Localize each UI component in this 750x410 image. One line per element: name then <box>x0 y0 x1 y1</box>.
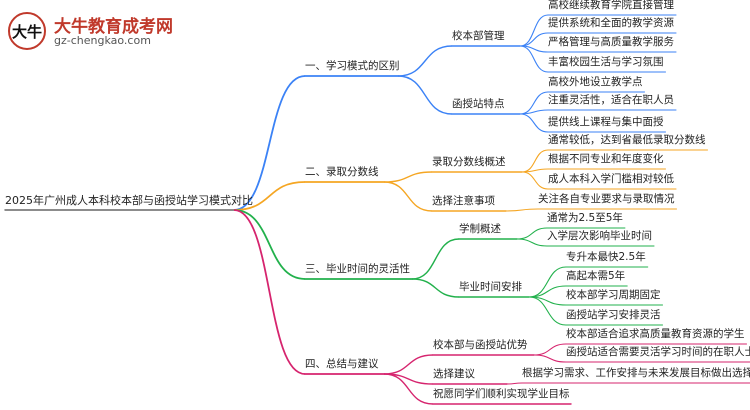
branch-connector-1 <box>233 75 306 211</box>
leaf-item: 通常较低，达到省最低录取分数线 <box>548 134 706 146</box>
subtopic-connector <box>383 373 434 405</box>
subtopic: 选择注意事项 <box>432 195 495 207</box>
branch-connector-2 <box>233 181 306 211</box>
leaf-item: 丰富校园生活与学习氛围 <box>548 56 664 68</box>
site-logo: 大牛 大牛教育成考网 gz-chengkao.com <box>6 10 176 52</box>
leaf-item: 成人本科入学门槛相对较低 <box>548 173 674 185</box>
leaf-item: 高校继续教育学院直接管理 <box>548 0 674 11</box>
subtopic: 祝愿同学们顺利实现学业目标 <box>433 388 570 400</box>
leaf-item: 函授站适合需要灵活学习时间的在职人士 <box>566 346 750 358</box>
leaf-item: 关注各自专业要求与录取情况 <box>538 193 675 205</box>
leaf-item: 提供系统和全面的教学资源 <box>548 17 674 29</box>
subtopic-connector <box>397 45 453 77</box>
leaf-item: 通常为2.5至5年 <box>547 212 623 224</box>
leaf-item: 高起本需5年 <box>566 270 626 282</box>
root-topic: 2025年广州成人本科校本部与函授站学习模式对比 <box>5 194 253 207</box>
leaf-connector <box>521 171 549 190</box>
leaf-item: 提供线上课程与集中面授 <box>548 116 664 128</box>
subtopic: 录取分数线概述 <box>432 156 506 168</box>
subtopic-connector <box>411 238 460 280</box>
leaf-item: 根据学习需求、工作安排与未来发展目标做出选择 <box>522 367 750 379</box>
branch-topic-4: 四、总结与建议 <box>305 358 379 370</box>
leaf-connector <box>519 45 549 73</box>
branch-connector-3 <box>233 209 306 280</box>
leaf-item: 注重灵活性，适合在职人员 <box>548 94 674 106</box>
leaf-connector <box>521 168 549 173</box>
branch-topic-2: 二、录取分数线 <box>305 166 379 178</box>
leaf-item: 函授站学习安排灵活 <box>566 309 661 321</box>
leaf-item: 严格管理与高质量教学服务 <box>548 36 674 48</box>
subtopic: 选择建议 <box>433 368 475 380</box>
subtopic-connector <box>397 75 453 115</box>
subtopic: 函授站特点 <box>452 98 505 110</box>
subtopic-connector <box>383 354 434 375</box>
leaf-connector <box>521 149 549 173</box>
leaf-connector <box>528 285 567 298</box>
subtopic-connector <box>383 181 433 212</box>
leaf-item: 校本部适合追求高质量教育资源的学生 <box>566 328 745 340</box>
leaf-connector <box>506 382 523 385</box>
leaf-item: 校本部学习周期固定 <box>566 289 661 301</box>
leaf-connector <box>533 354 567 363</box>
leaf-item: 专升本最快2.5年 <box>566 251 646 263</box>
branch-topic-1: 一、学习模式的区别 <box>305 60 400 72</box>
leaf-connector <box>519 14 549 47</box>
leaf-connector <box>519 32 549 47</box>
leaf-connector <box>533 343 567 356</box>
subtopic: 校本部管理 <box>452 30 505 42</box>
leaf-connector <box>516 238 548 247</box>
subtopic-connector <box>383 171 433 183</box>
leaf-connector <box>528 296 567 326</box>
subtopic: 毕业时间安排 <box>459 281 522 293</box>
branch-topic-3: 三、毕业时间的灵活性 <box>305 263 410 275</box>
subtopic: 校本部与函授站优势 <box>433 339 528 351</box>
branch-connector-4 <box>233 209 306 375</box>
leaf-connector <box>505 208 539 212</box>
leaf-item: 根据不同专业和年度变化 <box>548 153 664 165</box>
leaf-connector <box>519 113 549 133</box>
leaf-item: 高校外地设立教学点 <box>548 76 643 88</box>
logo-site-url: gz-chengkao.com <box>54 34 151 47</box>
subtopic: 学制概述 <box>459 223 501 235</box>
logo-mark-icon: 大牛 <box>8 12 46 50</box>
subtopic-connector <box>411 278 460 298</box>
leaf-connector <box>528 266 567 298</box>
logo-site-name: 大牛教育成考网 <box>54 17 173 37</box>
leaf-item: 入学层次影响毕业时间 <box>547 230 652 242</box>
leaf-connector <box>516 227 548 240</box>
leaf-connector <box>519 109 549 115</box>
